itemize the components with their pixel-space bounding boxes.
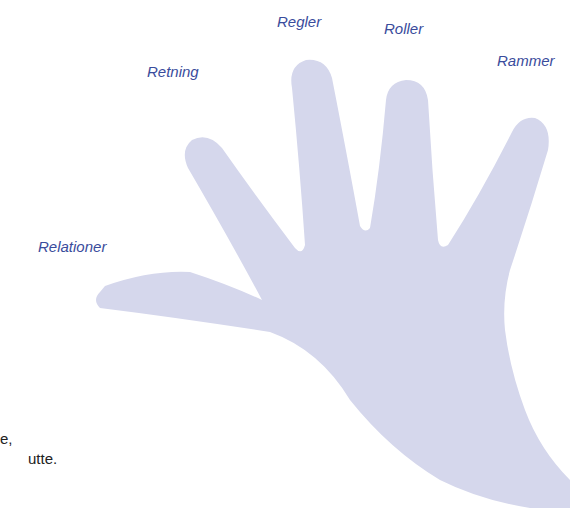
hand-silhouette — [96, 60, 570, 508]
cut-text: utte. — [28, 450, 57, 468]
finger-label: Rammer — [497, 52, 555, 70]
finger-label: Roller — [384, 20, 423, 38]
finger-label: Relationer — [38, 238, 106, 256]
finger-label: Regler — [277, 13, 321, 31]
finger-label: Retning — [147, 63, 199, 81]
cut-text: e, — [0, 430, 13, 448]
